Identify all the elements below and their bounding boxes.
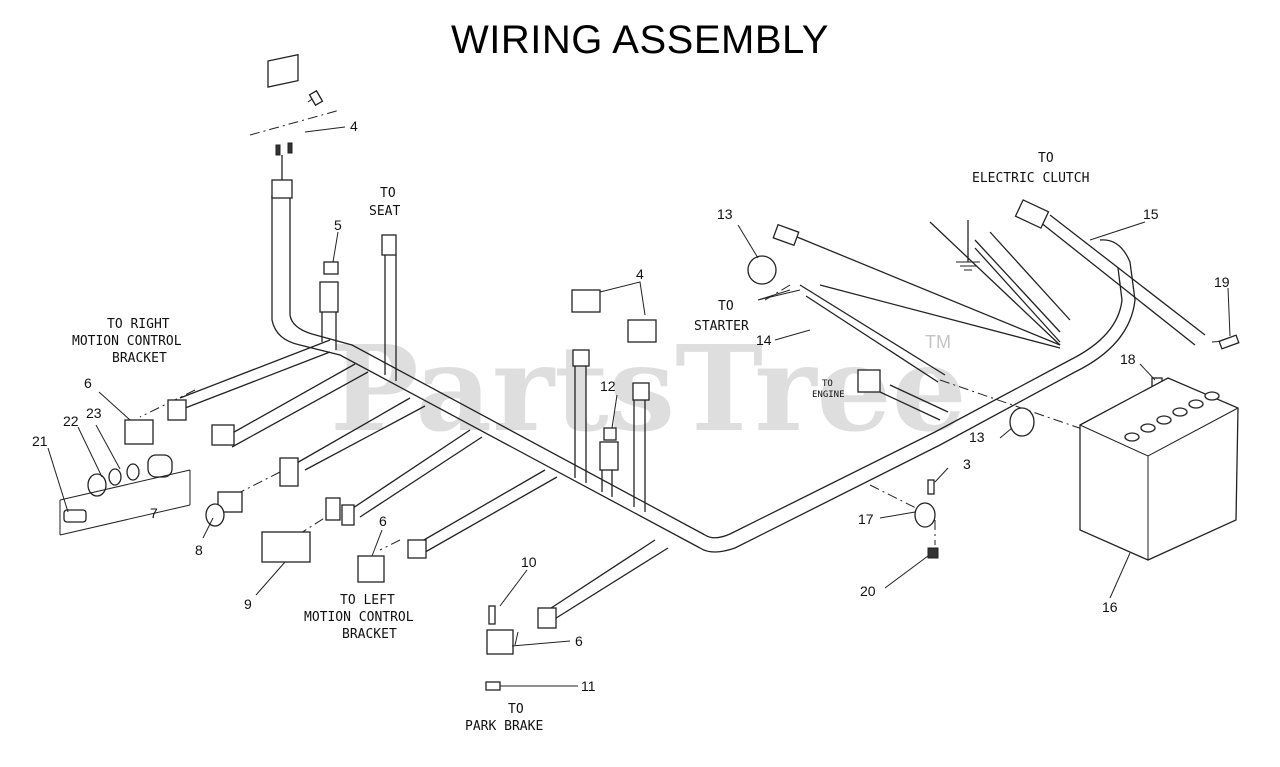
nut-20 xyxy=(927,547,939,559)
label-seat-line1: TO xyxy=(380,186,396,201)
label-right-line2: MOTION CONTROL xyxy=(72,334,182,349)
label-seat-line2: SEAT xyxy=(369,204,400,219)
label-park-line1: TO xyxy=(508,702,524,717)
washer-23 xyxy=(126,463,140,481)
callout-23: 23 xyxy=(86,405,102,421)
label-starter-line1: TO xyxy=(718,299,734,314)
hourmeter-button xyxy=(217,491,243,513)
callout-4-top: 4 xyxy=(350,118,358,134)
key-21 xyxy=(63,509,87,523)
connector-engine xyxy=(857,369,881,393)
connector-starter xyxy=(772,223,800,247)
bolt-19 xyxy=(1218,334,1240,350)
callout-10: 10 xyxy=(521,554,537,570)
boot-13-top xyxy=(747,255,777,285)
label-left-bracket: TO LEFT MOTION CONTROL BRACKET xyxy=(304,593,414,642)
connector-6-park xyxy=(537,607,557,629)
callout-6-left: 6 xyxy=(379,513,387,529)
seat-connector xyxy=(381,234,397,256)
callout-17: 17 xyxy=(858,511,874,527)
ignition-switch xyxy=(147,454,173,478)
callout-22: 22 xyxy=(63,413,79,429)
callout-4-center: 4 xyxy=(636,266,644,282)
clamp-17 xyxy=(914,502,936,528)
label-seat: TO SEAT xyxy=(369,186,400,219)
nut-23 xyxy=(108,468,122,486)
connector-clutch xyxy=(1014,199,1050,229)
callout-8: 8 xyxy=(195,542,203,558)
bolt-3 xyxy=(927,479,935,495)
fuse-5 xyxy=(323,261,339,275)
diagram-title: WIRING ASSEMBLY xyxy=(451,18,829,62)
callout-9: 9 xyxy=(244,596,252,612)
connector-9a xyxy=(325,497,341,521)
callout-14: 14 xyxy=(756,332,772,348)
label-left-line2: MOTION CONTROL xyxy=(304,610,414,625)
switch-6-right xyxy=(124,419,154,445)
label-right-bracket: TO RIGHT MOTION CONTROL BRACKET xyxy=(72,317,182,366)
switch-6-left xyxy=(357,555,385,583)
boot-13-bottom xyxy=(1009,407,1035,437)
callout-15: 15 xyxy=(1143,206,1159,222)
label-clutch-line2: ELECTRIC CLUTCH xyxy=(972,171,1089,186)
watermark-tm: TM xyxy=(925,332,951,352)
label-park-brake: TO PARK BRAKE xyxy=(465,702,543,734)
battery-16 xyxy=(1079,377,1239,561)
callout-6-right: 6 xyxy=(84,375,92,391)
relay-center-a xyxy=(571,289,601,313)
fuse-holder-5 xyxy=(319,281,339,313)
callout-13-top: 13 xyxy=(717,206,733,222)
hourmeter-9 xyxy=(261,531,311,563)
label-engine: TO ENGINE xyxy=(812,379,845,400)
label-right-line3: BRACKET xyxy=(112,351,167,366)
fuse-holder-12 xyxy=(599,441,619,471)
fuse-12 xyxy=(603,427,617,441)
callout-12: 12 xyxy=(600,378,616,394)
label-starter: TO STARTER xyxy=(694,299,749,334)
callout-20: 20 xyxy=(860,583,876,599)
callout-13-bottom: 13 xyxy=(969,429,985,445)
callout-5: 5 xyxy=(334,217,342,233)
label-right-line1: TO RIGHT xyxy=(107,317,170,332)
button-8 xyxy=(205,503,225,527)
callout-19: 19 xyxy=(1214,274,1230,290)
connector-relay-a xyxy=(572,349,590,367)
label-engine-line2: ENGINE xyxy=(812,390,845,400)
connector-relay-b xyxy=(632,382,650,401)
callout-7: 7 xyxy=(150,505,158,521)
label-engine-line1: TO xyxy=(822,379,833,389)
label-clutch-line1: TO xyxy=(1038,151,1054,166)
connector-9b xyxy=(341,504,355,526)
main-harness xyxy=(179,109,1206,621)
callout-21: 21 xyxy=(32,433,48,449)
plate-11 xyxy=(485,681,501,691)
callout-3: 3 xyxy=(963,456,971,472)
label-left-line1: TO LEFT xyxy=(340,593,395,608)
relay-top xyxy=(267,53,324,199)
connector-6-left xyxy=(407,539,427,559)
label-starter-line2: STARTER xyxy=(694,319,749,334)
relay-center-b xyxy=(627,319,657,343)
connector-ignition xyxy=(211,424,235,446)
callout-18: 18 xyxy=(1120,351,1136,367)
callout-16: 16 xyxy=(1102,599,1118,615)
screw-10 xyxy=(488,605,496,625)
connector-8 xyxy=(279,457,299,487)
label-park-line2: PARK BRAKE xyxy=(465,719,543,734)
label-left-line3: BRACKET xyxy=(342,627,397,642)
callout-6-park: 6 xyxy=(575,633,583,649)
switch-6-park xyxy=(486,629,514,655)
label-clutch: TO ELECTRIC CLUTCH xyxy=(972,151,1089,186)
connector-6-right xyxy=(167,399,187,421)
callout-11: 11 xyxy=(581,678,596,694)
